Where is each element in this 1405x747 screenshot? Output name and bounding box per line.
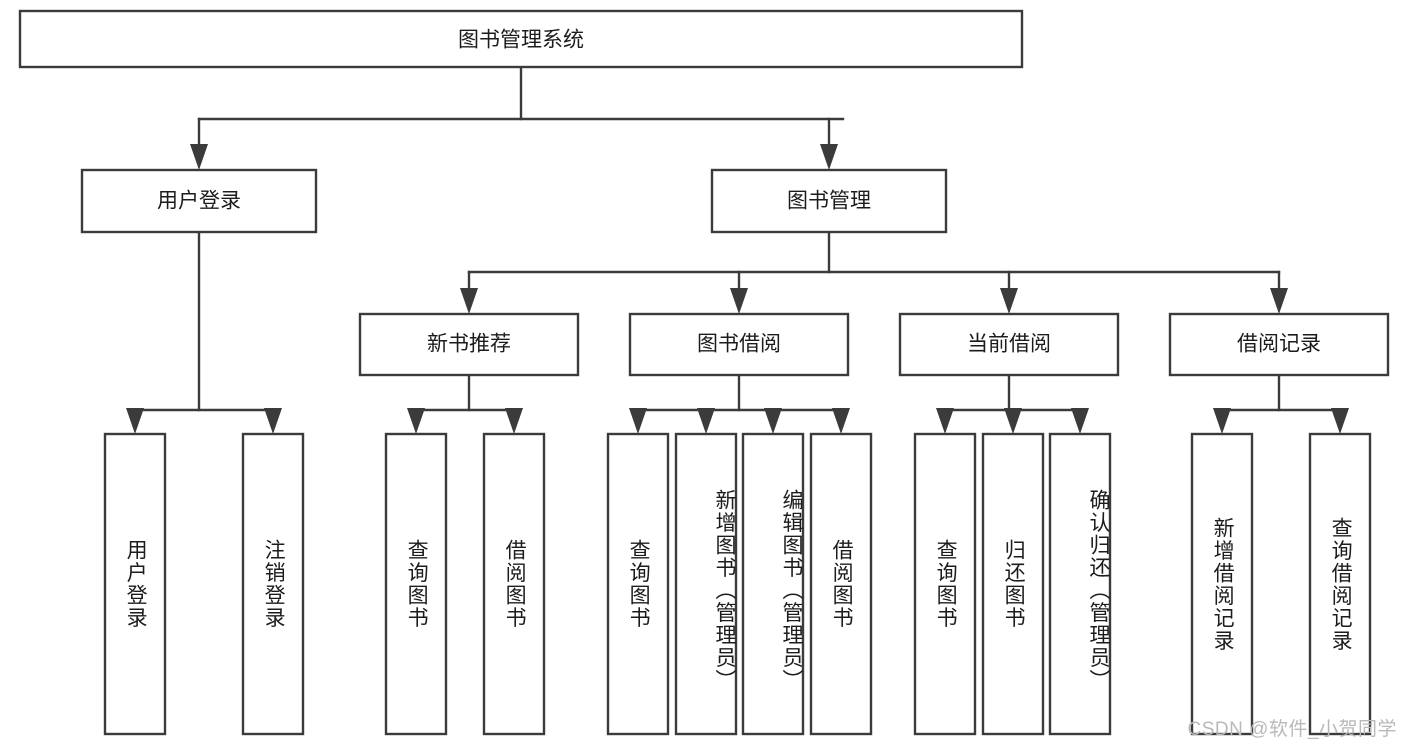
node-book-management[interactable]: 图书管理 — [710, 168, 948, 234]
arrow-head-leaf-query-book-3 — [936, 408, 954, 434]
leaf-box-user-login[interactable] — [103, 432, 167, 736]
leaf-boxes-group — [103, 432, 1372, 736]
node-box-book-management[interactable] — [710, 168, 948, 234]
arrow-head-user-login — [190, 144, 208, 170]
node-label-user-login: 用户登录 — [157, 190, 241, 213]
leaf-box-borrow-book-1[interactable] — [482, 432, 546, 736]
node-title[interactable]: 图书管理系统 — [18, 9, 1024, 69]
node-label-title: 图书管理系统 — [458, 29, 584, 52]
arrow-head-borrow-record — [1270, 288, 1288, 314]
node-label-new-book-recommend: 新书推荐 — [427, 333, 511, 356]
arrow-head-leaf-edit-book — [764, 408, 782, 434]
node-box-user-login[interactable] — [80, 168, 318, 234]
arrow-head-leaf-query-borrow-record — [1331, 408, 1349, 434]
arrow-head-current-borrow — [1000, 288, 1018, 314]
leaf-box-borrow-book-2[interactable] — [809, 432, 873, 736]
node-box-borrow-record[interactable] — [1168, 312, 1390, 377]
connector-group-borrow-record — [1213, 373, 1349, 434]
leaf-box-logout-login[interactable] — [241, 432, 305, 736]
node-label-borrow-record: 借阅记录 — [1237, 333, 1321, 356]
leaf-box-confirm-return[interactable] — [1048, 432, 1112, 736]
node-box-new-book-recommend[interactable] — [358, 312, 580, 377]
leaf-box-add-book[interactable] — [674, 432, 738, 736]
connector-group-book-management — [460, 230, 1288, 314]
arrow-head-leaf-logout-login — [264, 408, 282, 434]
node-label-book-management: 图书管理 — [787, 190, 871, 213]
leaf-box-query-book-1[interactable] — [384, 432, 448, 736]
arrow-head-leaf-query-book-2 — [629, 408, 647, 434]
leaf-box-query-borrow-record[interactable] — [1308, 432, 1372, 736]
node-new-book-recommend[interactable]: 新书推荐 — [358, 312, 580, 377]
node-current-borrow[interactable]: 当前借阅 — [898, 312, 1120, 377]
node-book-borrow[interactable]: 图书借阅 — [628, 312, 850, 377]
arrow-head-leaf-borrow-book-1 — [505, 408, 523, 434]
arrow-head-leaf-user-login — [126, 408, 144, 434]
node-box-title[interactable] — [18, 9, 1024, 69]
node-borrow-record[interactable]: 借阅记录 — [1168, 312, 1390, 377]
leaf-box-add-borrow-record[interactable] — [1190, 432, 1254, 736]
connector-group-root — [190, 65, 845, 170]
arrow-head-leaf-confirm-return — [1071, 408, 1089, 434]
node-user-login[interactable]: 用户登录 — [80, 168, 318, 234]
node-label-current-borrow: 当前借阅 — [967, 333, 1051, 356]
connector-group-current-borrow — [936, 373, 1089, 434]
node-box-book-borrow[interactable] — [628, 312, 850, 377]
leaf-box-edit-book[interactable] — [741, 432, 805, 736]
connector-group-user-login — [126, 230, 282, 434]
leaf-box-return-book[interactable] — [981, 432, 1045, 736]
connector-group-book-borrow — [629, 373, 850, 434]
arrow-head-leaf-add-borrow-record — [1213, 408, 1231, 434]
arrow-head-leaf-add-book — [697, 408, 715, 434]
leaf-box-query-book-3[interactable] — [913, 432, 977, 736]
node-label-book-borrow: 图书借阅 — [697, 333, 781, 356]
arrow-head-new-book-recommend — [460, 288, 478, 314]
arrow-head-book-borrow — [730, 288, 748, 314]
arrow-head-leaf-query-book-1 — [407, 408, 425, 434]
arrow-head-leaf-return-book — [1004, 408, 1022, 434]
node-box-current-borrow[interactable] — [898, 312, 1120, 377]
watermark-text: CSDN @软件_小贺同学 — [1187, 719, 1397, 740]
arrow-head-leaf-borrow-book-2 — [832, 408, 850, 434]
arrow-head-book-management — [820, 144, 838, 170]
connector-group-new-book-recommend — [407, 373, 523, 434]
leaf-box-query-book-2[interactable] — [606, 432, 670, 736]
